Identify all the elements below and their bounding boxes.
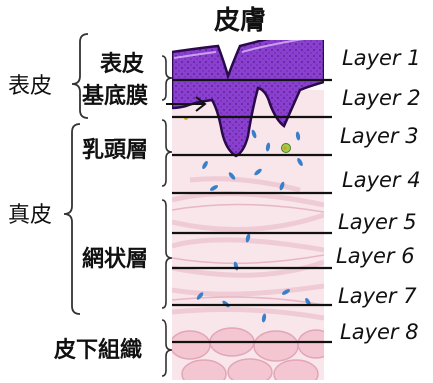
fat-cells bbox=[172, 327, 324, 380]
region-label-epidermis: 表皮 bbox=[8, 74, 53, 99]
layer-label-1: Layer 1 bbox=[342, 46, 421, 70]
region-label-dermis: 真皮 bbox=[8, 203, 53, 228]
layer-label-6: Layer 6 bbox=[336, 244, 415, 268]
diagram-title: 皮膚 bbox=[214, 6, 267, 36]
layer-label-7: Layer 7 bbox=[338, 284, 417, 308]
layer-label-8: Layer 8 bbox=[340, 320, 419, 344]
layer-label-4: Layer 4 bbox=[342, 168, 421, 192]
reticular-fibers bbox=[172, 176, 324, 321]
sublayer-label-papillary: 乳頭層 bbox=[82, 138, 149, 163]
sublayer-label-reticular: 網状層 bbox=[82, 247, 149, 272]
layer-lines bbox=[172, 78, 332, 344]
sublayer-braces bbox=[161, 55, 173, 377]
sublayer-label-epidermis: 表皮 bbox=[100, 52, 145, 77]
basement-membrane-arrow bbox=[166, 96, 207, 112]
layer-label-3: Layer 3 bbox=[340, 124, 419, 148]
layer-label-5: Layer 5 bbox=[338, 210, 417, 234]
sublayer-label-subcutaneous: 皮下組織 bbox=[54, 338, 143, 363]
region-brackets bbox=[63, 33, 89, 315]
layer-label-2: Layer 2 bbox=[342, 86, 421, 110]
sublayer-label-basement-membrane: 基底膜 bbox=[82, 84, 149, 109]
